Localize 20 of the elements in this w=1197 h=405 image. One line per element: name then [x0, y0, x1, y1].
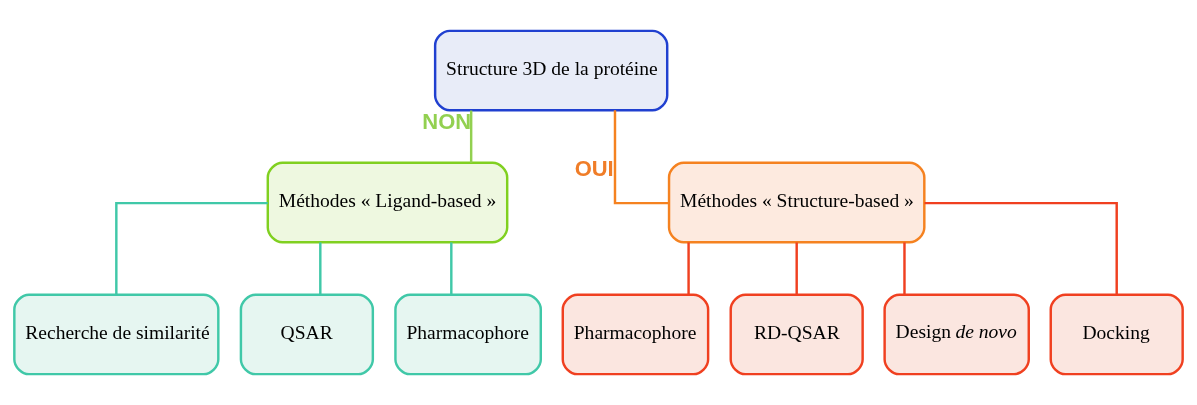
node-box: Recherche de similarité — [13, 293, 220, 376]
node-box: RD-QSAR — [729, 293, 864, 376]
node-box: Docking — [1049, 293, 1184, 376]
connector — [319, 242, 322, 295]
connector — [613, 110, 669, 205]
connector — [924, 201, 1118, 295]
node-box: Méthodes « Structure-based » — [667, 161, 926, 244]
connector — [903, 242, 906, 295]
connector — [115, 201, 268, 295]
node-box: Pharmacophore — [561, 293, 710, 376]
connector — [687, 242, 690, 295]
node-box: Design de novo — [883, 293, 1030, 376]
connector — [469, 110, 473, 163]
node-box: Méthodes « Ligand-based » — [266, 161, 509, 244]
node-box: Pharmacophore — [394, 293, 542, 376]
connector — [795, 242, 798, 295]
edge-label: OUI — [574, 155, 614, 181]
node-box: Structure 3D de la protéine — [433, 29, 669, 112]
node-box: QSAR — [239, 293, 375, 376]
connector — [450, 242, 453, 295]
